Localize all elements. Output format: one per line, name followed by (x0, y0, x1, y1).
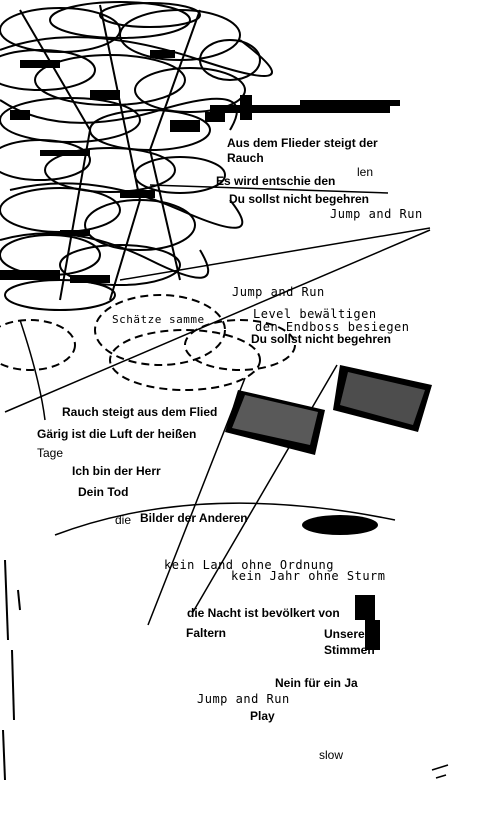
dashed-circles (0, 294, 296, 391)
text-rauch: Rauch (227, 151, 264, 165)
text-herr: Ich bin der Herr (72, 464, 161, 478)
scribble-lower (302, 515, 380, 650)
machine-gun-sketch (205, 95, 400, 122)
bottom-right-mark (431, 764, 449, 779)
text-flieder: Aus dem Flieder steigt der (227, 136, 378, 150)
text-entschieden: Es wird entschie den (216, 174, 336, 188)
text-nacht: die Nacht ist bevölkert von (187, 606, 340, 620)
text-level: Level bewältigen (253, 307, 377, 321)
text-gaerig: Gärig ist die Luft der heißen (37, 427, 197, 441)
photo-right (333, 365, 432, 432)
left-edge-marks (2, 559, 21, 781)
text-rauch-steigt: Rauch steigt aus dem Flied (62, 405, 218, 419)
text-play: Play (250, 709, 275, 723)
scribble-cluster (0, 1, 273, 311)
text-schaetze: Schätze samme (112, 313, 205, 326)
text-ordnung: kein Land ohne Ordnung (164, 558, 334, 572)
text-faltern: Faltern (186, 626, 227, 640)
text-jump-run-2: Jump and Run (232, 285, 325, 299)
construction-lines (4, 184, 431, 626)
text-len: len (357, 165, 374, 179)
photo-left (225, 390, 325, 455)
text-jump-run-1: Jump and Run (330, 207, 423, 221)
scribble-blots (0, 50, 200, 283)
text-unsere: Unsere (324, 627, 365, 641)
text-slow: slow (319, 748, 344, 762)
text-endboss: den Endboss besiegen (255, 320, 410, 334)
text-tage: Tage (37, 446, 64, 460)
text-dein-tod: Dein Tod (78, 485, 129, 499)
text-nein: Nein für ein Ja (275, 676, 358, 690)
text-begehren-1: Du sollst nicht begehren (229, 192, 370, 206)
text-stimmen: Stimmen (324, 643, 375, 657)
text-begehren-2: Du sollst nicht begehren (251, 332, 392, 346)
text-bilder: Bilder der Anderen (140, 511, 248, 525)
text-die: die (115, 513, 132, 527)
text-sturm: kein Jahr ohne Sturm (231, 569, 386, 583)
text-jump-run-3: Jump and Run (197, 692, 290, 706)
